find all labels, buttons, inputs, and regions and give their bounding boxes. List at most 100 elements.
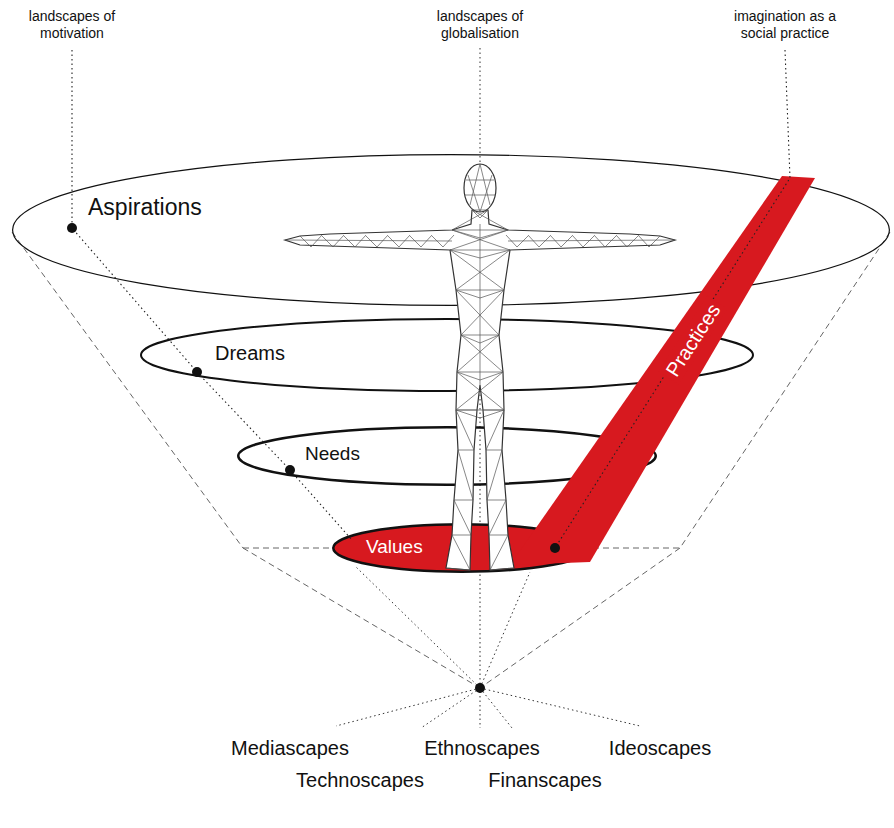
- axis-heading: imagination as a social practice: [724, 8, 846, 42]
- scape-label: Ideoscapes: [580, 736, 740, 760]
- scape-label: Ethnoscapes: [402, 736, 562, 760]
- marker-dot: [192, 367, 202, 377]
- figure-mesh: [486, 450, 502, 451]
- marker-dot: [550, 543, 560, 553]
- figure-mesh: [508, 240, 675, 241]
- figure-mesh: [468, 175, 480, 212]
- figure-mesh: [583, 236, 594, 247]
- figure-mesh: [450, 230, 508, 250]
- figure-mesh: [517, 236, 528, 247]
- figure-mesh: [458, 450, 473, 500]
- figure-mesh: [486, 410, 504, 450]
- figure-mesh: [410, 236, 421, 247]
- figure-mesh: [333, 235, 344, 247]
- node-label: Values: [366, 536, 423, 559]
- figure-mesh: [456, 410, 504, 411]
- figure-mesh: [458, 450, 474, 451]
- dotted-ray: [480, 572, 530, 688]
- figure-mesh: [649, 236, 660, 247]
- figure-mesh: [432, 236, 443, 247]
- figure-mesh: [487, 500, 506, 501]
- figure-mesh: [470, 164, 480, 205]
- figure-mesh: [457, 372, 480, 380]
- figure-mesh: [452, 230, 510, 250]
- figure-head: [464, 164, 496, 212]
- figure-mesh: [450, 250, 504, 290]
- figure-mesh: [456, 410, 474, 450]
- dotted-ray: [480, 688, 512, 728]
- figure-mesh: [489, 500, 506, 535]
- figure-mesh: [465, 195, 495, 196]
- figure-mesh: [605, 236, 616, 247]
- node-label: Needs: [305, 443, 360, 466]
- figure-mesh: [454, 500, 473, 501]
- dotted-ray: [480, 688, 640, 726]
- figure-mesh: [489, 535, 508, 536]
- figure-mesh: [311, 235, 322, 247]
- figure-mesh: [480, 335, 499, 343]
- figure-mesh: [454, 500, 471, 535]
- figure-mesh: [480, 250, 510, 258]
- figure-mesh: [456, 290, 499, 335]
- scape-label: Mediascapes: [210, 736, 370, 760]
- node-label: Aspirations: [88, 194, 202, 222]
- figure-mesh: [300, 236, 311, 247]
- dotted-ray: [355, 566, 480, 688]
- axis-heading: landscapes of globalisation: [424, 8, 536, 42]
- figure-mesh: [487, 450, 502, 500]
- scape-label: Finanscapes: [465, 768, 625, 792]
- figure-mesh: [616, 235, 627, 247]
- node-label: Dreams: [215, 341, 285, 365]
- figure-mesh: [480, 175, 492, 212]
- figure-mesh: [539, 236, 550, 247]
- practices-band: Practices: [500, 170, 825, 570]
- figure-mesh: [627, 236, 638, 247]
- figure-mesh: [480, 372, 503, 380]
- figure-mesh: [594, 235, 605, 247]
- figure-mesh: [457, 372, 504, 410]
- figure-mesh: [456, 410, 477, 411]
- marker-dot: [475, 683, 485, 693]
- figure-mesh: [457, 335, 499, 372]
- figure-mesh: [366, 236, 377, 247]
- figure-mesh: [461, 335, 480, 343]
- figure-mesh: [452, 535, 471, 536]
- figure-mesh: [561, 236, 572, 247]
- figure-mesh: [472, 210, 508, 230]
- figure-mesh: [480, 164, 490, 205]
- figure-mesh: [285, 240, 452, 241]
- figure-mesh: [461, 335, 503, 372]
- wireframe-figure: [285, 164, 675, 570]
- figure-mesh: [452, 210, 488, 230]
- figure-mesh: [456, 250, 510, 290]
- figure-mesh: [456, 372, 503, 410]
- figure-mesh: [344, 236, 355, 247]
- figure-mesh: [472, 210, 488, 211]
- figure-mesh: [480, 224, 481, 385]
- scape-label: Technoscapes: [280, 768, 440, 792]
- marker-dot: [285, 465, 295, 475]
- figure-mesh: [466, 180, 494, 181]
- figure-mesh: [446, 568, 470, 570]
- marker-dot: [67, 223, 77, 233]
- motivation-leader: [72, 50, 352, 540]
- figure-mesh: [461, 290, 504, 335]
- practice-leader: [555, 50, 790, 548]
- dotted-ray: [421, 688, 480, 728]
- axis-heading: landscapes of motivation: [16, 8, 128, 42]
- figure-mesh: [480, 410, 504, 418]
- figure-mesh: [388, 236, 399, 247]
- figure-mesh: [483, 410, 504, 411]
- figure-mesh: [355, 235, 366, 247]
- figure-mesh: [490, 568, 514, 570]
- dashed-guide: [12, 232, 243, 548]
- figure-mesh: [450, 250, 480, 258]
- figure-mesh: [456, 410, 480, 418]
- figure-mesh: [490, 535, 508, 570]
- dotted-ray: [336, 688, 480, 726]
- figure-outline: [285, 210, 675, 570]
- figure-mesh: [377, 235, 388, 247]
